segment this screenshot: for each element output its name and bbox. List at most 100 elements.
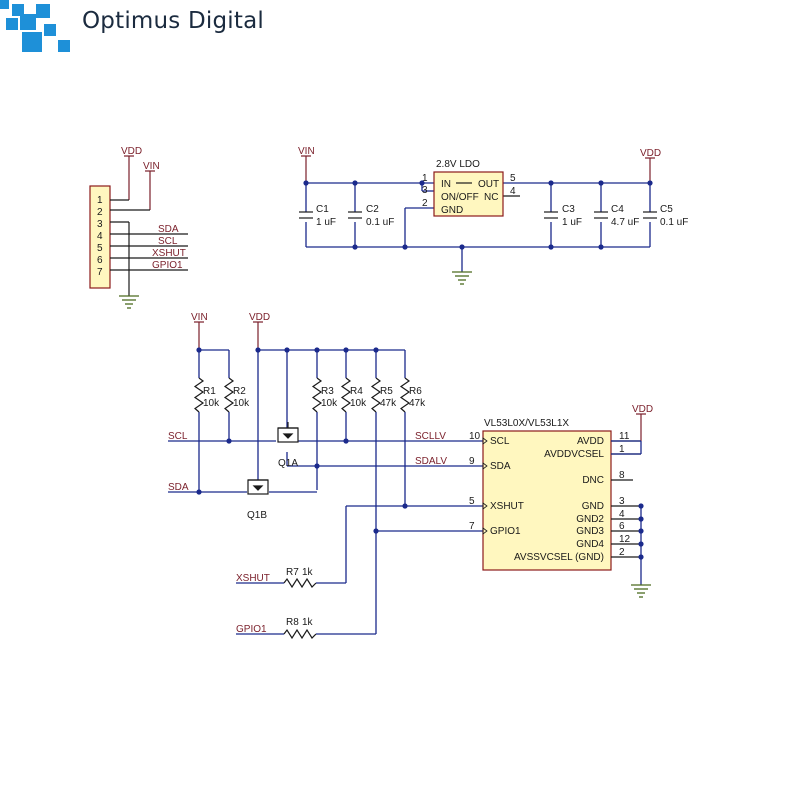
ground-icon-ldo — [452, 271, 472, 285]
r7-name: R7 — [286, 567, 299, 578]
junction-dot — [402, 244, 408, 250]
mosfet-q1b — [247, 479, 269, 495]
c3-name: C3 — [562, 204, 575, 215]
junction-dot — [314, 347, 320, 353]
r8-name: R8 — [286, 617, 299, 628]
junction-dot — [402, 503, 408, 509]
r4-value: 10k — [350, 398, 367, 409]
junction-dot — [419, 180, 425, 186]
sensor-pin-number: 6 — [619, 521, 625, 532]
shifter-vin-label: VIN — [191, 312, 208, 323]
sensor-title: VL53L0X/VL53L1X — [484, 418, 569, 429]
c3-value: 1 uF — [562, 217, 582, 228]
junction-dot — [459, 244, 465, 250]
r7-value: 1k — [302, 567, 314, 578]
capacitor-c4 — [594, 211, 608, 222]
junction-dot — [343, 438, 349, 444]
junction-dot — [598, 180, 604, 186]
junction-dot — [548, 244, 554, 250]
r2-name: R2 — [233, 386, 246, 397]
r4-name: R4 — [350, 386, 363, 397]
ldo-pin-nc: NC — [484, 192, 498, 203]
brand-name: Optimus Digital — [82, 8, 264, 34]
sensor-pin-label: GND4 — [576, 539, 604, 550]
ldo-num-nc: 4 — [510, 186, 516, 197]
r6-value: 47k — [409, 398, 426, 409]
ground-icon-connector — [119, 295, 139, 309]
junction-dot — [196, 347, 202, 353]
junction-dot — [303, 180, 309, 186]
ldo-vdd-label: VDD — [640, 148, 661, 159]
sensor-pin-number: 4 — [619, 509, 625, 520]
r1-value: 10k — [203, 398, 220, 409]
resistor-icon — [283, 577, 317, 589]
ldo-pin-onoff: ON/OFF — [441, 192, 479, 203]
resistor-icon — [340, 377, 352, 413]
net-scllv-label: SCLLV — [415, 431, 446, 442]
junction-dot — [598, 244, 604, 250]
connector-pin-number: 7 — [97, 267, 103, 278]
junction-dot — [255, 347, 261, 353]
junction-dot — [284, 347, 290, 353]
capacitor-c2 — [348, 211, 362, 222]
sensor-pin-number: 7 — [469, 521, 475, 532]
sensor-pin-label: GPIO1 — [490, 526, 521, 537]
ground-icon-sensor — [631, 584, 651, 598]
connector-pin-number: 3 — [97, 219, 103, 230]
shifter-vdd-label: VDD — [249, 312, 270, 323]
junction-dot — [314, 463, 320, 469]
ldo-title: 2.8V LDO — [436, 159, 480, 170]
connector-pin-number: 2 — [97, 207, 103, 218]
ldo-section: VIN VDD — [298, 146, 688, 285]
sensor-pin-number: 12 — [619, 534, 631, 545]
c2-name: C2 — [366, 204, 379, 215]
junction-dot — [548, 180, 554, 186]
connector-pin-number: 6 — [97, 255, 103, 266]
c1-name: C1 — [316, 204, 329, 215]
junction-dot — [373, 528, 379, 534]
sensor-pin-number: 3 — [619, 496, 625, 507]
sensor-pin-label: AVSSVCSEL (GND) — [514, 552, 604, 563]
sensor-pin-label: XSHUT — [490, 501, 524, 512]
r2-value: 10k — [233, 398, 250, 409]
level-shifter-section: VIN VDD R1 10k R2 10k R3 10k R4 10k R5 4… — [168, 312, 483, 640]
ldo-num-onoff: 3 — [422, 185, 428, 196]
r5-name: R5 — [380, 386, 393, 397]
junction-dot — [226, 438, 232, 444]
ldo-vin-label: VIN — [298, 146, 315, 157]
capacitor-c1 — [299, 211, 313, 222]
ldo-num-gnd: 2 — [422, 198, 428, 209]
r3-name: R3 — [321, 386, 334, 397]
ldo-num-out: 5 — [510, 173, 516, 184]
net-sdalv-label: SDALV — [415, 456, 447, 467]
sensor-vdd-label: VDD — [632, 404, 653, 415]
vdd-label: VDD — [121, 146, 142, 157]
sensor-pin-label: AVDD — [577, 436, 604, 447]
pixel-squares-logo-icon — [0, 0, 70, 52]
c1-value: 1 uF — [316, 217, 336, 228]
ldo-pin-in: IN — [441, 179, 451, 190]
sensor-pin-number: 9 — [469, 456, 475, 467]
vin-label: VIN — [143, 161, 160, 172]
connector-pin-number: 5 — [97, 243, 103, 254]
conn-scl-label: SCL — [158, 236, 178, 247]
sensor-pin-label: GND3 — [576, 526, 604, 537]
c5-value: 0.1 uF — [660, 217, 688, 228]
r1-name: R1 — [203, 386, 216, 397]
capacitor-c3 — [544, 211, 558, 222]
sensor-pin-label: SCL — [490, 436, 510, 447]
c2-value: 0.1 uF — [366, 217, 394, 228]
junction-dot — [352, 244, 358, 250]
junction-dot — [647, 180, 653, 186]
ldo-pin-out: OUT — [478, 179, 499, 190]
c5-name: C5 — [660, 204, 673, 215]
sensor-pin-label: GND2 — [576, 514, 604, 525]
net-gpio1-label: GPIO1 — [236, 624, 267, 635]
junction-dot — [343, 347, 349, 353]
sensor-pin-label: GND — [582, 501, 604, 512]
sensor-pin-label: DNC — [582, 475, 604, 486]
q1b-label: Q1B — [247, 510, 267, 521]
conn-gpio1-label: GPIO1 — [152, 260, 183, 271]
junction-dot — [196, 489, 202, 495]
